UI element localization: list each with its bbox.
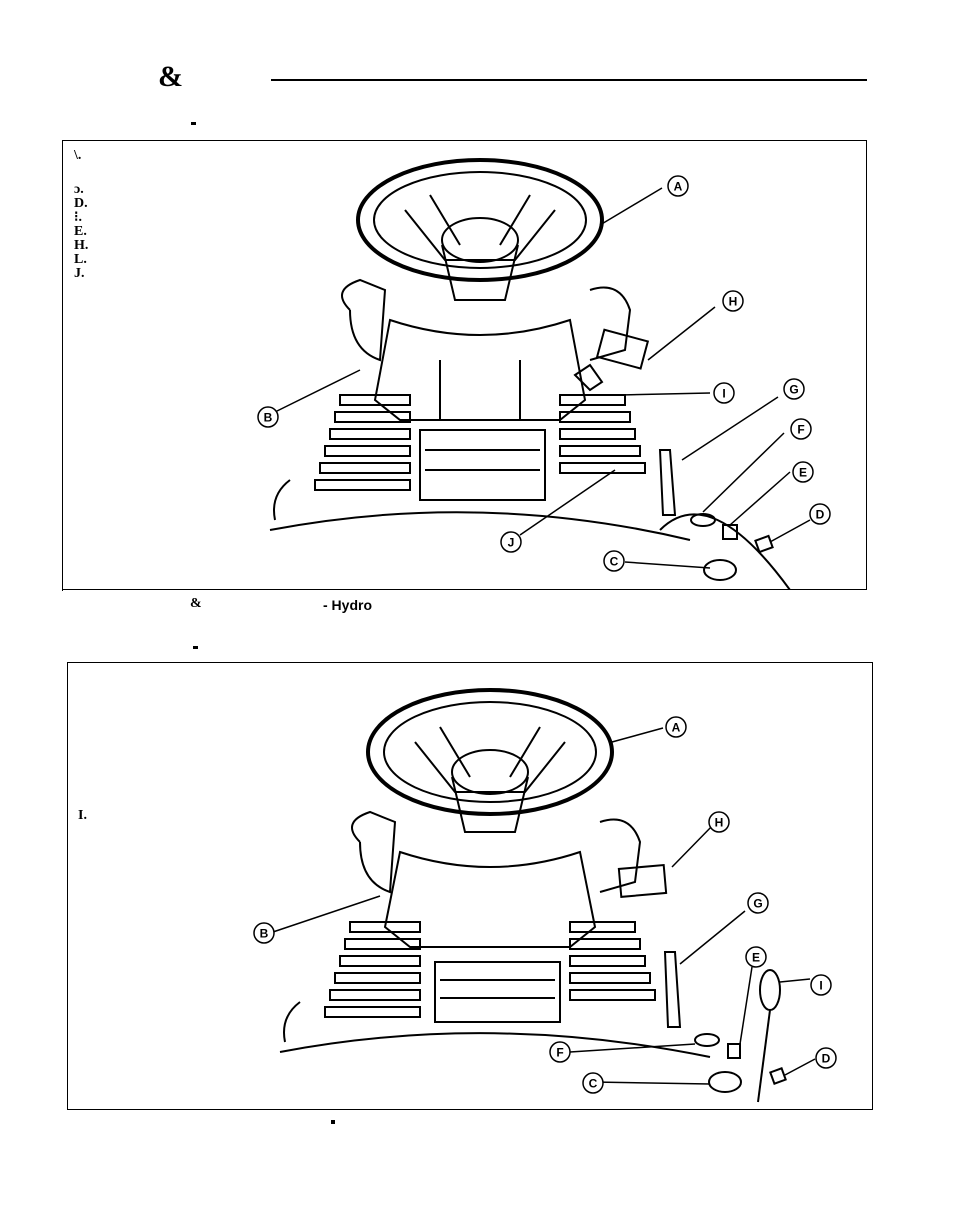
callout-c: C (582, 1072, 604, 1099)
callout-d: D (815, 1047, 837, 1074)
callout-label: F (556, 1046, 563, 1060)
header-dash-mark (191, 122, 196, 125)
figure-1-frame (62, 140, 867, 591)
callout-d: D (809, 503, 831, 530)
callout-label: B (260, 927, 269, 941)
callout-label: G (789, 383, 798, 397)
callout-g: G (783, 378, 805, 405)
callout-label: J (508, 536, 515, 550)
side-letter: L. (74, 252, 87, 267)
side-letter: \. (74, 148, 82, 163)
tractor-dashboard-illustration-1 (269, 158, 811, 590)
callout-label: E (799, 466, 807, 480)
callout-e: E (745, 946, 767, 973)
callout-h: H (722, 290, 744, 317)
callout-label: B (264, 411, 273, 425)
callout-label: E (752, 951, 760, 965)
callout-f: F (790, 418, 812, 445)
callout-label: F (797, 423, 804, 437)
callout-i: I (713, 382, 735, 409)
header-rule (271, 79, 867, 81)
callout-label: C (589, 1077, 598, 1091)
callout-label: C (610, 555, 619, 569)
figure-1-caption: - Hydro (323, 597, 372, 613)
callout-label: H (729, 295, 738, 309)
callout-b: B (253, 922, 275, 949)
callout-label: I (819, 979, 822, 993)
callout-label: A (674, 180, 683, 194)
callout-i: I (810, 974, 832, 1001)
side-letter: H. (74, 238, 89, 253)
figure-1-side-letters: \. ɔ. D. ⁝. E. H. L. J. (74, 148, 89, 281)
callout-a: A (667, 175, 689, 202)
callout-h: H (708, 811, 730, 838)
callout-c: C (603, 550, 625, 577)
figure-2-frame (67, 662, 873, 1110)
side-letter: E. (74, 224, 87, 239)
callout-label: G (753, 897, 762, 911)
callout-label: D (816, 508, 825, 522)
figure-2-side-letter: I. (78, 808, 87, 823)
callout-j: J (500, 531, 522, 558)
callout-a: A (665, 716, 687, 743)
figure-2-dash-mark (193, 646, 198, 649)
callout-label: H (715, 816, 724, 830)
callout-b: B (257, 406, 279, 433)
callout-g: G (747, 892, 769, 919)
header-ampersand: & (158, 60, 183, 93)
tractor-dashboard-illustration-2 (269, 688, 816, 1103)
callout-label: A (672, 721, 681, 735)
callout-f: F (549, 1041, 571, 1068)
callout-e: E (792, 461, 814, 488)
side-letter: J. (74, 266, 85, 281)
side-letter: ⁝. (74, 210, 82, 225)
figure-1-caption-ampersand: & (190, 596, 202, 611)
side-letter: D. (74, 196, 88, 211)
callout-label: D (822, 1052, 831, 1066)
side-letter: ɔ. (74, 182, 84, 197)
footer-mark (331, 1120, 335, 1124)
callout-label: I (722, 387, 725, 401)
